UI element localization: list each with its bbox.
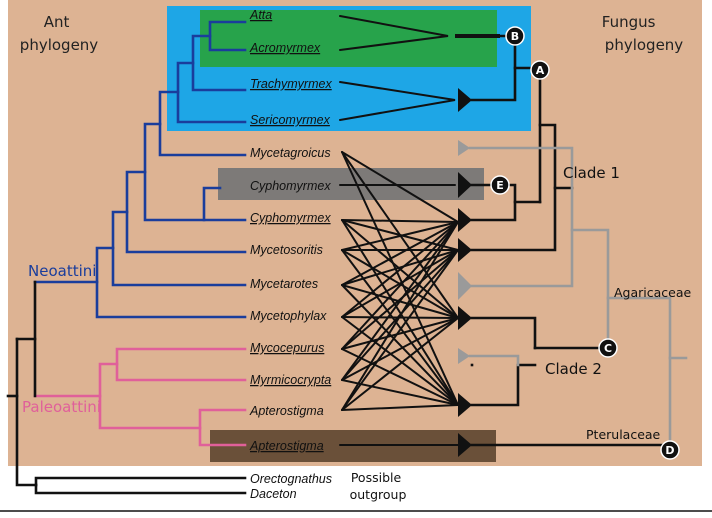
- node-b: B: [505, 26, 525, 46]
- taxon-mycocepurus: Mycocepurus: [250, 341, 324, 355]
- fungus-header-line2: phylogeny: [605, 36, 684, 54]
- taxon-mycetosoritis: Mycetosoritis: [250, 243, 323, 257]
- fungus-tree-black: [470, 34, 672, 447]
- paleoattini-label: Paleoattini: [22, 398, 101, 416]
- node-e-label: E: [496, 179, 504, 192]
- node-b-label: B: [511, 30, 519, 43]
- node-c-label: C: [604, 342, 612, 355]
- taxon-acromyrmex: Acromyrmex: [249, 41, 321, 55]
- node-d: D: [660, 440, 680, 460]
- node-d-label: D: [665, 444, 674, 457]
- paleoattini-branches: [33, 347, 247, 447]
- ant-header-line1: Ant: [44, 13, 70, 31]
- node-a: A: [530, 60, 550, 80]
- taxon-myrmicocrypta: Myrmicocrypta: [250, 373, 331, 387]
- taxon-atta: Atta: [249, 8, 272, 22]
- taxon-apterostigma: Apterostigma: [249, 404, 324, 418]
- taxon-mycetarotes: Mycetarotes: [250, 277, 318, 291]
- leafcutter-box: [200, 10, 497, 67]
- ant-root-branches: [6, 280, 247, 495]
- ant-header-line2: phylogeny: [20, 36, 99, 54]
- outgroup-label: Possible outgroup: [350, 470, 407, 502]
- association-lines: [339, 15, 459, 446]
- fungus-tree-gray: [468, 146, 688, 452]
- taxon-labels: Atta Acromyrmex Trachymyrmex Sericomyrme…: [249, 8, 332, 501]
- taxon-orectognathus: Orectognathus: [250, 472, 332, 486]
- fungus-header-line1: Fungus: [602, 13, 656, 31]
- clade1-label: Clade 1: [563, 164, 620, 182]
- fungus-phylogeny-header: Fungus phylogeny: [602, 13, 684, 54]
- taxon-mycetophylax: Mycetophylax: [250, 309, 327, 323]
- taxon-cyphomyrmex: Cyphomyrmex: [250, 211, 331, 225]
- node-a-label: A: [536, 64, 545, 77]
- outgroup-line2: outgroup: [350, 487, 407, 502]
- taxon-trachymyrmex: Trachymyrmex: [250, 77, 332, 91]
- taxon-cyphomyrmex-yeast: Cyphomyrmex: [250, 179, 331, 193]
- node-e: E: [490, 175, 510, 195]
- node-c: C: [598, 338, 618, 358]
- outgroup-line1: Possible: [351, 470, 402, 485]
- neoattini-branches: [33, 20, 247, 319]
- taxon-sericomyrmex: Sericomyrmex: [250, 113, 331, 127]
- taxon-apterostigma-pterulaceae: Apterostigma: [249, 439, 324, 453]
- pterulaceae-label: Pterulaceae: [586, 427, 661, 442]
- fungus-tips: [455, 34, 500, 457]
- taxon-daceton: Daceton: [250, 487, 297, 501]
- agaricaceae-label: Agaricaceae: [614, 285, 692, 300]
- clade2-label: Clade 2: [545, 360, 602, 378]
- ant-phylogeny-header: Ant phylogeny: [20, 13, 99, 54]
- taxon-mycetagroicus: Mycetagroicus: [250, 146, 331, 160]
- neoattini-label: Neoattini: [28, 262, 96, 280]
